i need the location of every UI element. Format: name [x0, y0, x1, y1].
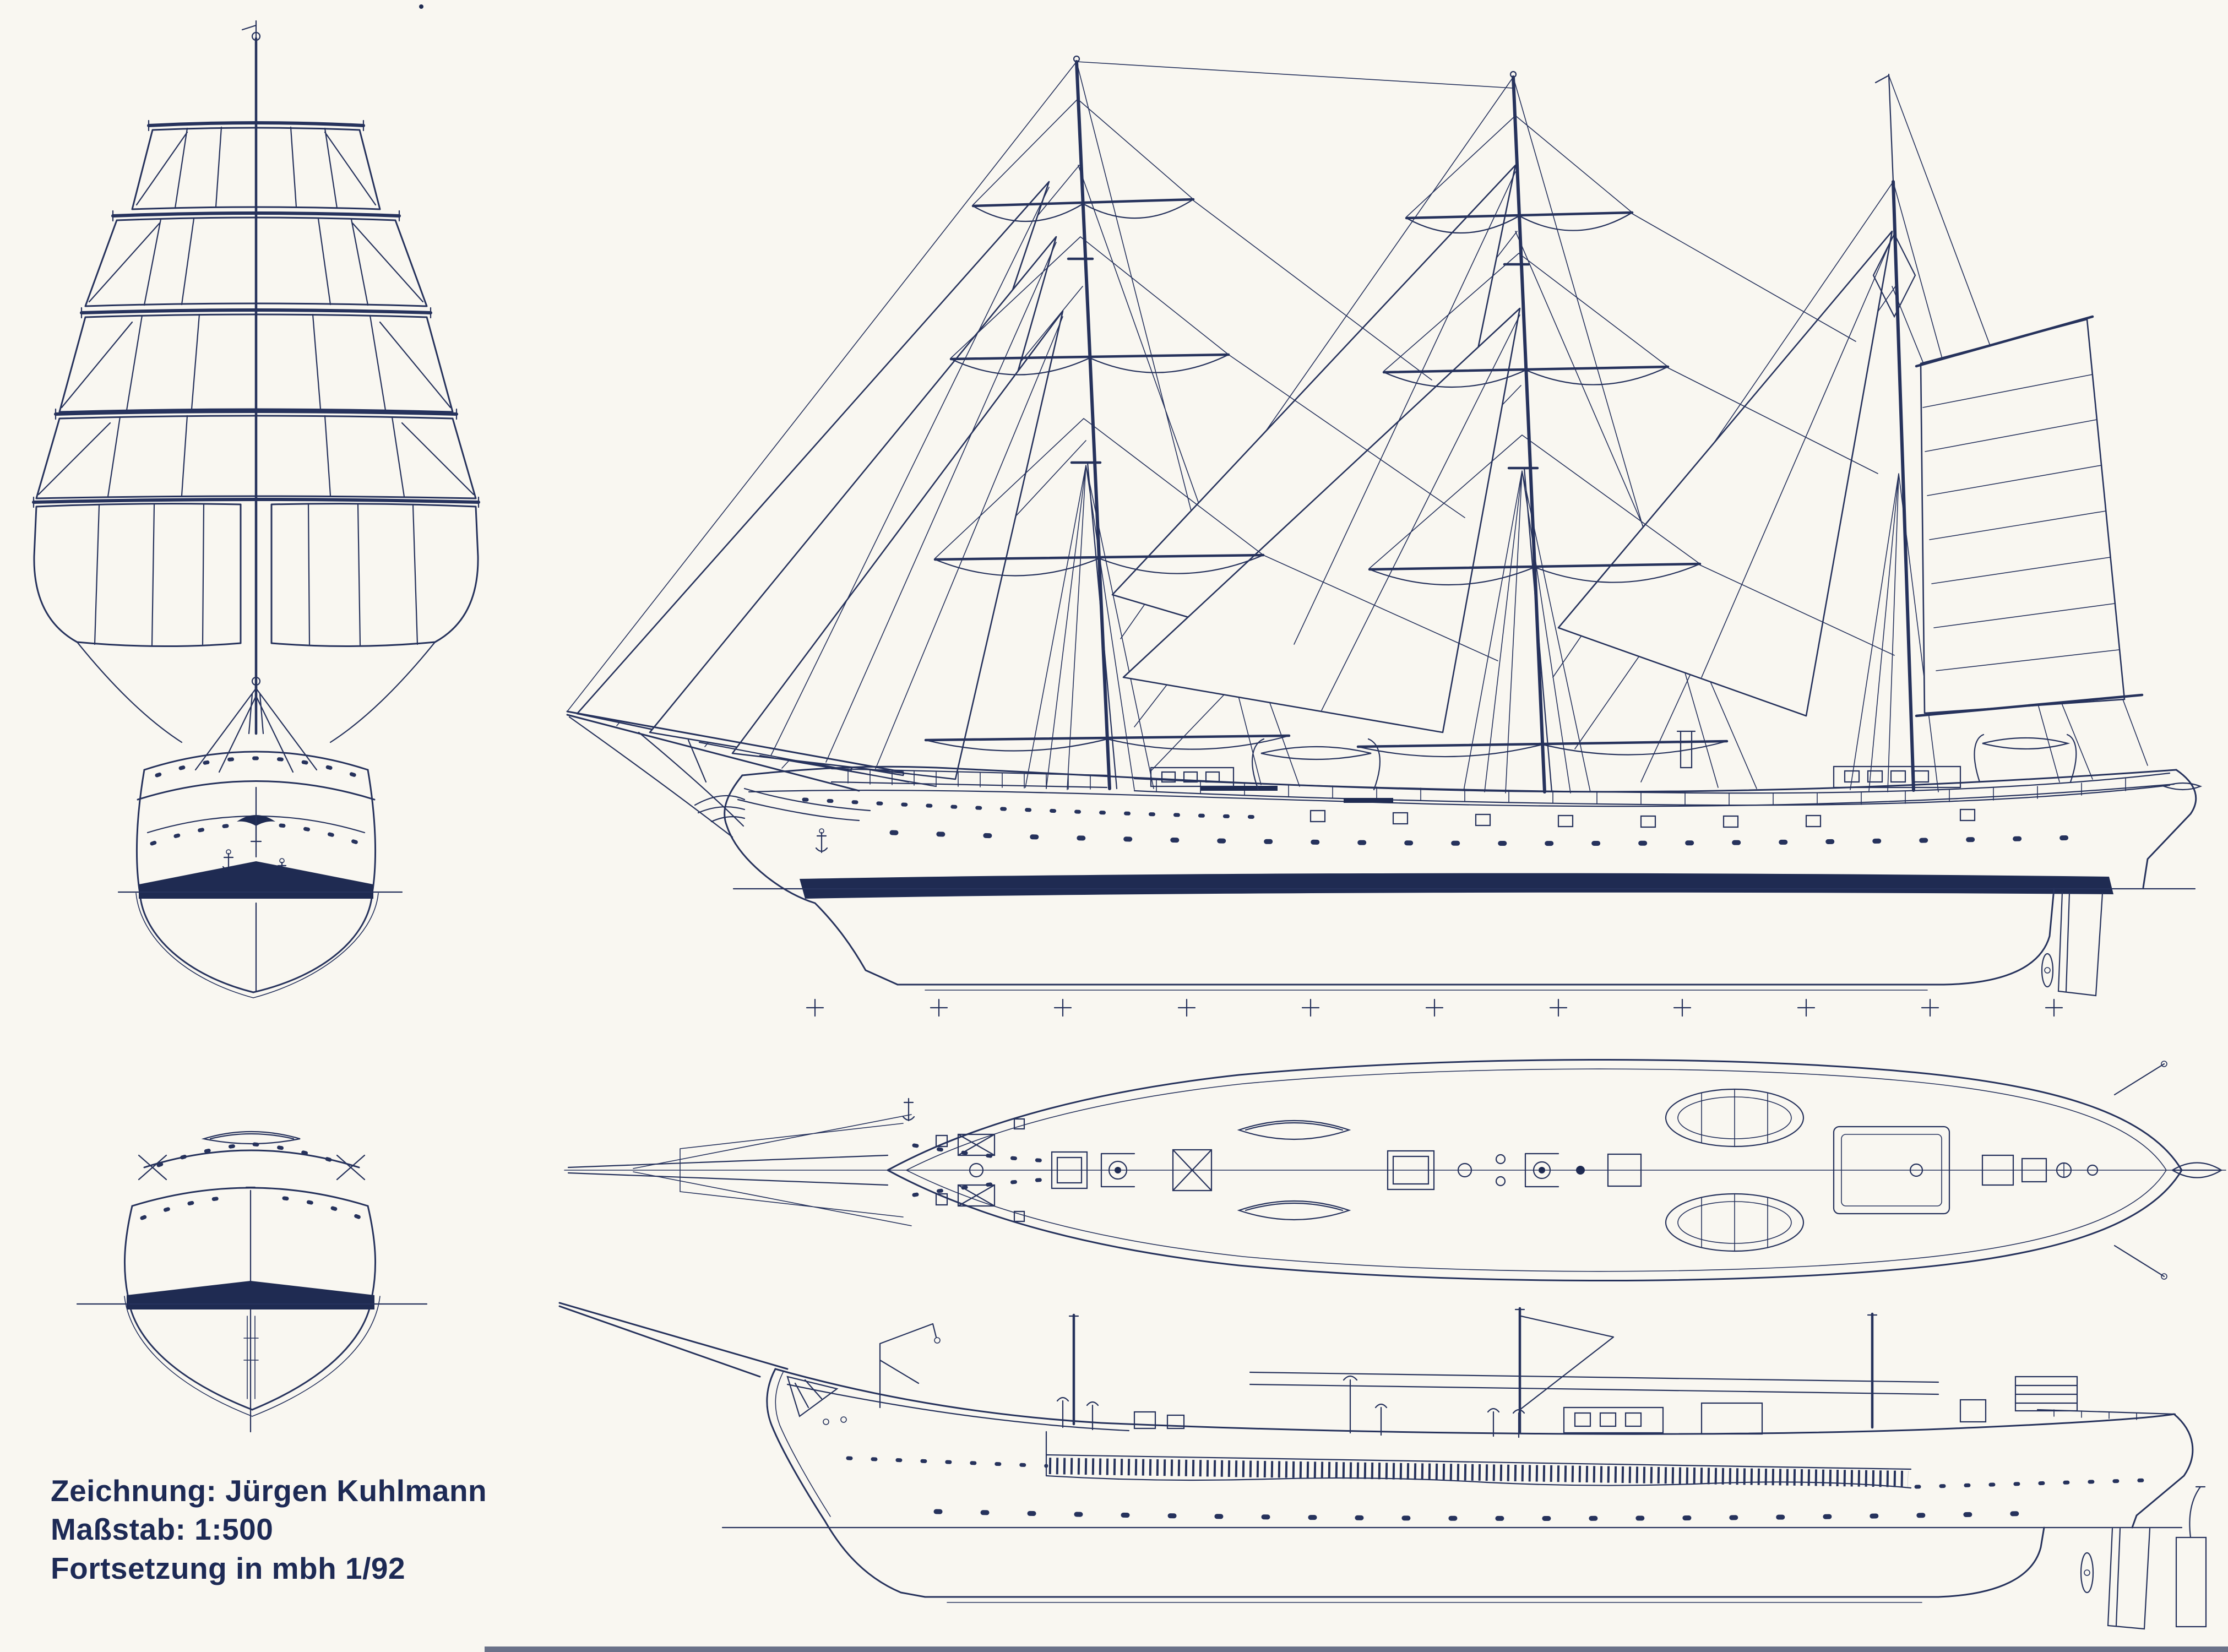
mizzenmast-deck: [1909, 1163, 1923, 1177]
station-marks: [806, 998, 2063, 1017]
stern-waterline-band: [127, 1281, 374, 1309]
scan-speck: [419, 4, 423, 9]
main-yards: [1356, 115, 1729, 758]
masts-side: [1067, 55, 1916, 794]
spanker-sail: [1915, 315, 2144, 718]
staysails: [576, 164, 1893, 780]
mizzen-pennant: [1874, 74, 1890, 84]
rudder-detail: [2175, 1486, 2207, 1628]
caption-line-continuation: Fortsetzung in mbh 1/92: [51, 1551, 406, 1585]
rudder-side: [2057, 891, 2104, 997]
side-waterline-band: [800, 873, 2113, 899]
square-sails-front: [33, 126, 479, 743]
profile-propeller: [2080, 1552, 2094, 1594]
side-sail-plan: [566, 55, 2203, 997]
yards-front: [32, 119, 480, 508]
caption-line-author: Zeichnung: Jürgen Kuhlmann: [51, 1474, 487, 1508]
bow-sail-elevation: [32, 20, 480, 998]
profile-deck-fittings: [823, 1307, 2176, 1438]
porthole-row: [889, 830, 2106, 846]
fore-yards: [924, 99, 1291, 752]
hatched-bulwark: [1048, 1458, 1909, 1487]
hull-profile: [558, 1302, 2207, 1630]
bow-waterline-band: [139, 861, 373, 899]
profile-bowsprit: [558, 1302, 789, 1378]
propeller-side: [2041, 953, 2054, 988]
bow-hull-front: [117, 676, 403, 998]
deck-outline-inner: [905, 1068, 2167, 1272]
side-hull: [566, 710, 2203, 997]
deck-fittings: [902, 1061, 2223, 1280]
mainmast-deck: [1533, 1161, 1551, 1180]
braces: [1193, 200, 1895, 661]
scan-edge-artifact: [485, 1646, 2228, 1652]
profile-rudder: [2107, 1528, 2151, 1630]
deck-plan: [564, 1058, 2226, 1282]
deck-bowsprit: [567, 1114, 912, 1226]
gaff: [1915, 315, 2094, 368]
caption-line-scale: Maßstab: 1:500: [51, 1512, 274, 1547]
day-shape-diamond: [1872, 232, 1916, 318]
boom: [1915, 693, 2144, 718]
caption-block: Zeichnung: Jürgen Kuhlmann Maßstab: 1:50…: [51, 1471, 487, 1588]
stern-body-view: [76, 1131, 428, 1433]
foremast-deck: [1108, 1160, 1128, 1180]
